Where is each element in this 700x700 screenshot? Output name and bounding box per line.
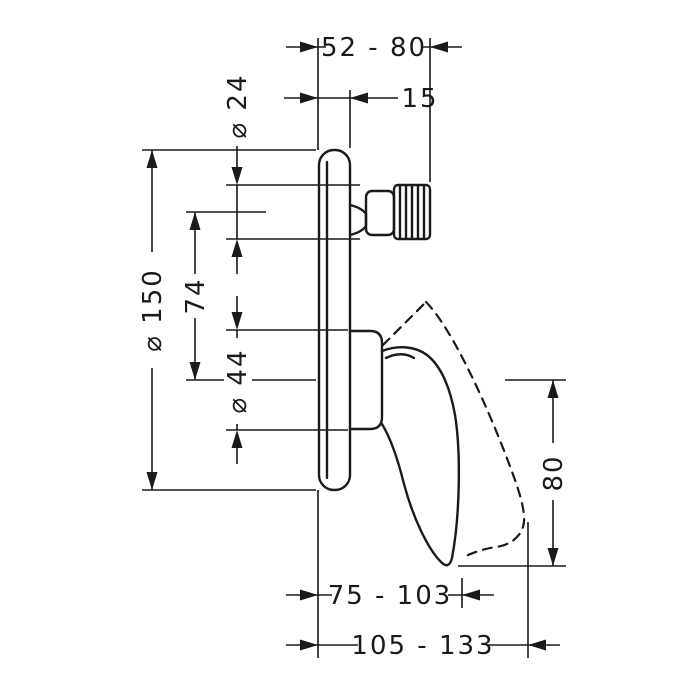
- dimension-arrowheads: [146, 41, 559, 651]
- dimension-lines: [151, 46, 560, 646]
- dim-label-axis-distance: 74: [181, 277, 211, 314]
- dim-label-reach-range-open: 105 - 133: [351, 631, 494, 661]
- dimension-labels-group: 52 - 80 15 ⌀ 24 ⌀ 150 74 ⌀ 44 80 75 - 10…: [138, 33, 569, 661]
- escutcheon-plate: [317, 148, 352, 492]
- lever-handle-dashed-front-edge: [424, 300, 526, 560]
- dim-label-plate-offset: 15: [401, 84, 438, 114]
- dim-label-reach-range-closed: 75 - 103: [328, 581, 453, 611]
- dim-label-depth-range: 52 - 80: [321, 33, 427, 63]
- dim-label-sleeve-diameter: ⌀ 44: [223, 348, 253, 413]
- lever-handle-solid: [380, 346, 461, 567]
- extension-lines: [142, 38, 566, 658]
- lever-handle-neck-crease: [384, 353, 416, 360]
- spout-stub-body: [364, 189, 396, 237]
- dim-label-plate-diameter: ⌀ 150: [138, 268, 168, 352]
- mixer-body-group: [317, 148, 461, 567]
- lever-handle-dashed-back-edge: [381, 300, 428, 347]
- spout-connector-grooves: [398, 184, 426, 240]
- dim-label-handle-drop: 80: [539, 454, 569, 491]
- dim-label-stub-diameter: ⌀ 24: [223, 73, 253, 138]
- handle-sleeve: [348, 329, 384, 431]
- spout-stub-cone: [348, 203, 368, 237]
- handle-swivel-range-group: [381, 300, 526, 560]
